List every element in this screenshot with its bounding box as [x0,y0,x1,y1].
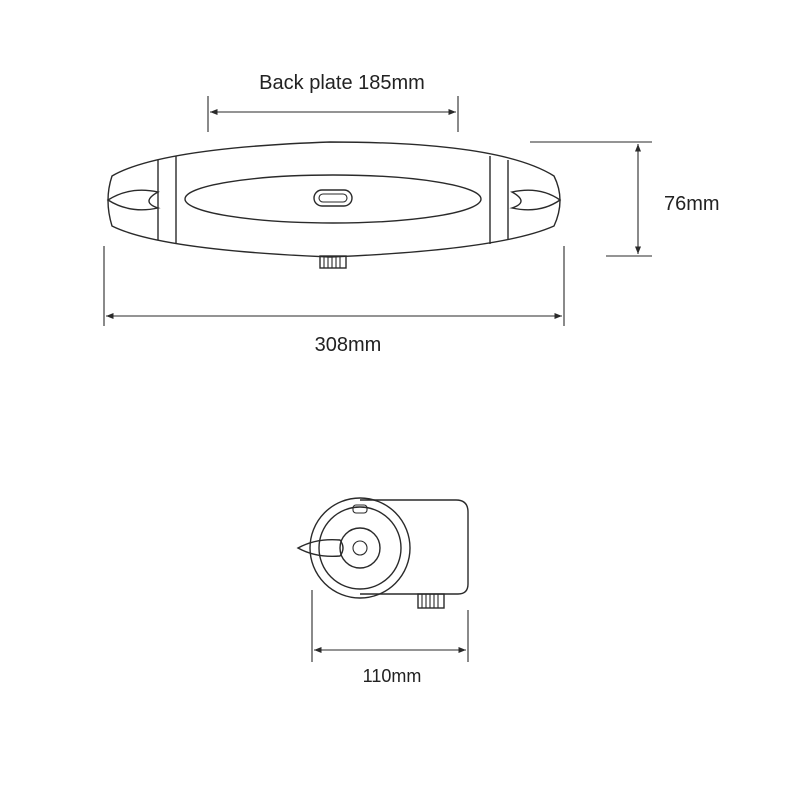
side-top-button [352,504,368,514]
height-label: 76mm [664,193,720,215]
depth-dimension: 110mm [311,590,469,686]
length-dimension: 308mm [103,246,565,356]
length-label: 308mm [315,334,382,356]
body-outline [107,141,561,258]
left-end-cap [106,189,161,211]
side-body-ring [318,506,402,590]
height-dimension: 76mm [530,141,720,257]
control-knob-center [352,540,368,556]
side-housing [360,499,469,595]
front-view [106,141,562,269]
control-button [313,189,353,207]
control-button-inner [318,193,348,203]
depth-label: 110mm [363,666,422,686]
side-view [296,497,469,609]
side-body-outer [309,497,411,599]
inner-panel [184,174,482,224]
lever-handle [296,538,344,558]
right-end-cap [509,189,562,211]
side-outlet-nut [417,593,445,609]
outlet-nut [319,255,347,269]
back-plate-label: Back plate 185mm [259,72,425,94]
control-knob [339,527,381,569]
back-plate-dimension: Back plate 185mm [207,72,459,132]
